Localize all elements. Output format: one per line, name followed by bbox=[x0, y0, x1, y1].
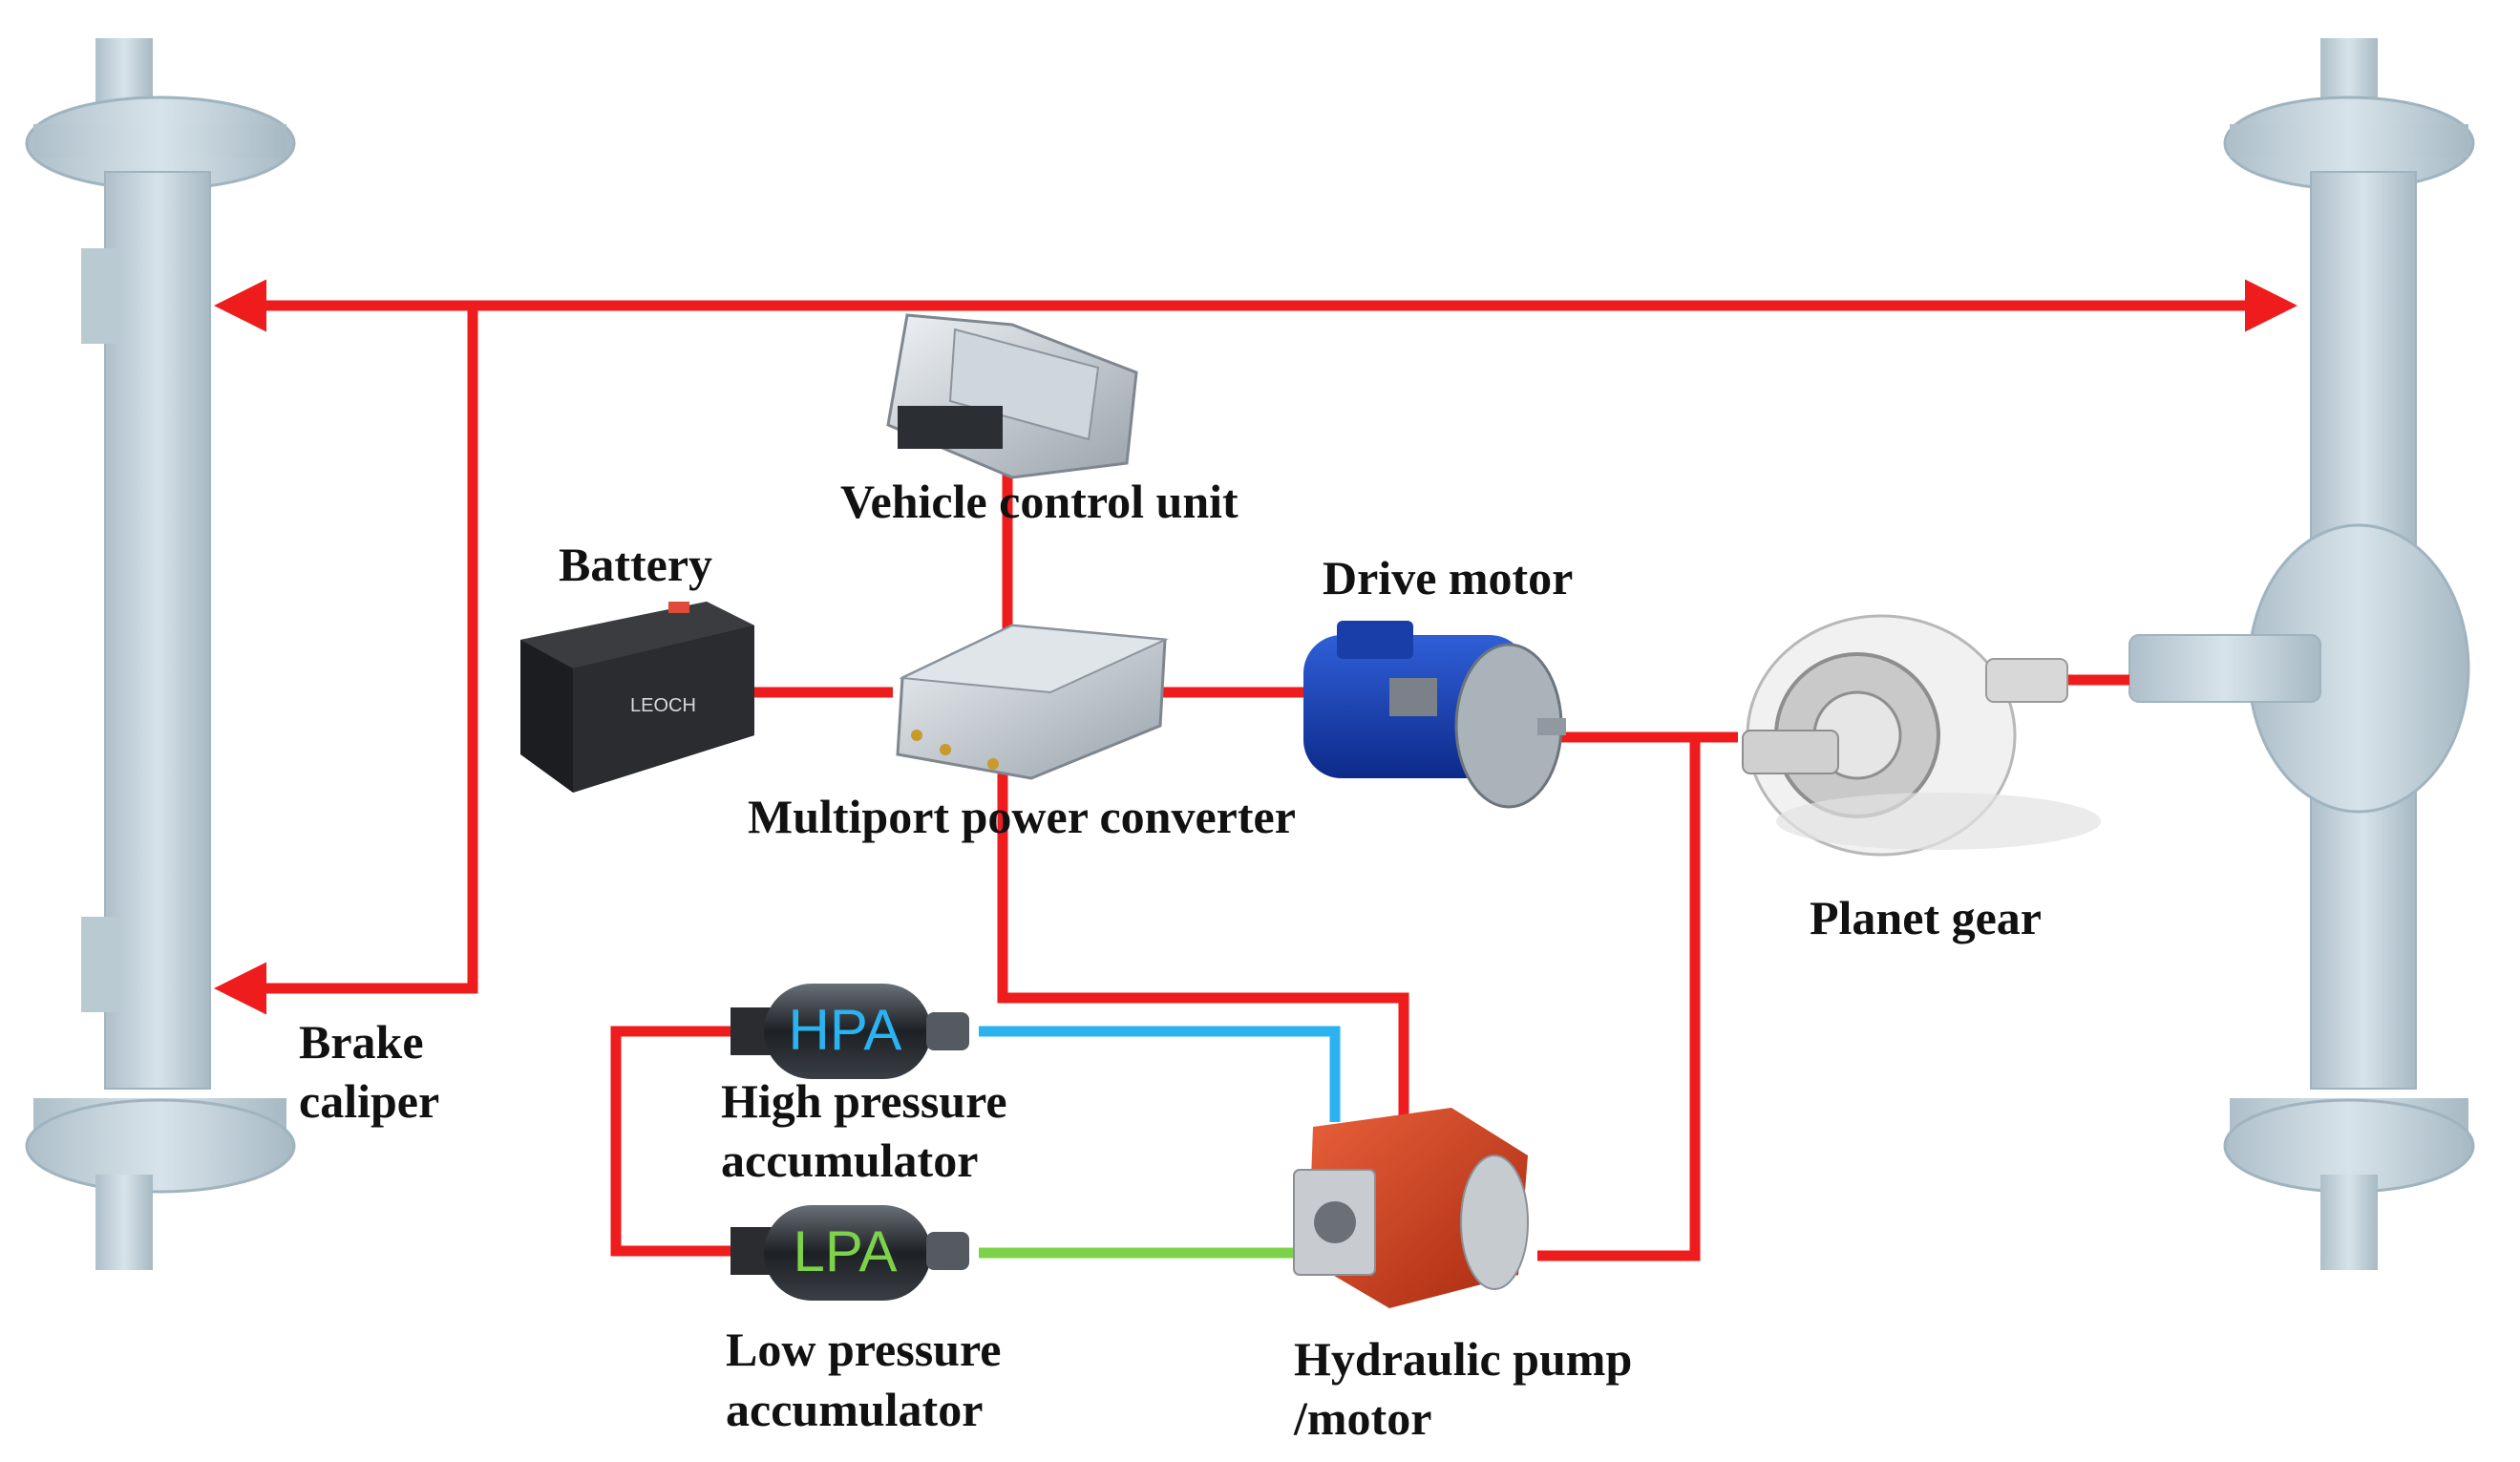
multiport-power-converter-label: Multiport power converter bbox=[748, 790, 1296, 843]
hpa-label-2: accumulator bbox=[721, 1134, 978, 1187]
vehicle-control-unit-label: Vehicle control unit bbox=[840, 475, 1239, 528]
power-lines bbox=[214, 279, 2298, 1261]
planet-pump-line bbox=[1537, 737, 1701, 1261]
high-pressure-accumulator: HPA bbox=[731, 984, 969, 1079]
hpa-label-1: High pressure bbox=[721, 1074, 1007, 1128]
multiport-power-converter bbox=[896, 624, 1169, 780]
brake-line-left bbox=[214, 306, 478, 1015]
vehicle-control-unit bbox=[886, 313, 1138, 479]
low-pressure-accumulator: LPA bbox=[731, 1205, 969, 1301]
hydraulic-pump bbox=[1293, 1108, 1529, 1308]
converter-pump-line bbox=[997, 764, 1409, 1122]
pump-label-1: Hydraulic pump bbox=[1294, 1332, 1632, 1386]
hpa-text: HPA bbox=[789, 998, 902, 1062]
battery: LEOCH bbox=[520, 602, 754, 793]
lpa-text: LPA bbox=[794, 1219, 898, 1283]
drive-motor bbox=[1303, 621, 1566, 809]
accumulator-loop bbox=[610, 1026, 735, 1257]
labels: Vehicle control unit Battery Drive motor… bbox=[299, 475, 2042, 1445]
lpa-label-2: accumulator bbox=[726, 1383, 983, 1436]
drive-motor-label: Drive motor bbox=[1323, 551, 1573, 604]
brake-caliper-label-2: caliper bbox=[299, 1074, 439, 1128]
lpa-label-1: Low pressure bbox=[726, 1323, 1001, 1376]
battery-brand: LEOCH bbox=[630, 695, 696, 716]
battery-label: Battery bbox=[559, 538, 712, 591]
hpa-line bbox=[979, 1026, 1341, 1122]
brake-caliper-label-1: Brake bbox=[299, 1015, 424, 1069]
planet-gear bbox=[1742, 614, 2101, 857]
left-axle bbox=[25, 38, 296, 1270]
right-axle bbox=[2128, 38, 2475, 1270]
planet-gear-label: Planet gear bbox=[1810, 891, 2042, 944]
pump-label-2: /motor bbox=[1293, 1391, 1431, 1445]
